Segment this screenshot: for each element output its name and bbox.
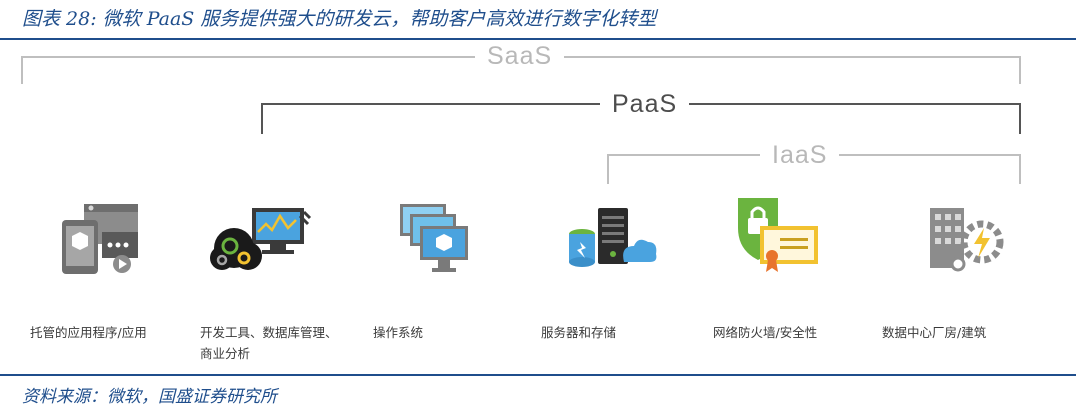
os-icon	[400, 204, 468, 272]
caption-server-storage: 服务器和存储	[541, 325, 617, 340]
dev-tools-icon	[210, 208, 312, 270]
figure-title: 图表 28: 微软 PaaS 服务提供强大的研发云，帮助客户高效进行数字化转型	[22, 8, 657, 30]
caption-datacenter: 数据中心厂房/建筑	[882, 325, 987, 340]
caption-hosted-apps: 托管的应用程序/应用	[30, 325, 147, 340]
datacenter-building-icon	[930, 208, 1004, 272]
source-note: 资料来源：微软，国盛证券研究所	[22, 387, 277, 407]
caption-firewall-security: 网络防火墙/安全性	[713, 325, 818, 340]
bottom-divider	[0, 374, 1076, 376]
server-storage-icon	[569, 208, 657, 267]
firewall-security-icon	[738, 198, 818, 272]
hosted-app-icon	[62, 204, 138, 274]
top-divider	[0, 38, 1076, 40]
saas-label: SaaS	[475, 41, 565, 71]
caption-dev-tools: 开发工具、数据库管理、 商业分析	[200, 325, 338, 361]
paas-label: PaaS	[600, 89, 690, 119]
caption-os: 操作系统	[373, 325, 424, 340]
iaas-label: IaaS	[760, 140, 840, 170]
